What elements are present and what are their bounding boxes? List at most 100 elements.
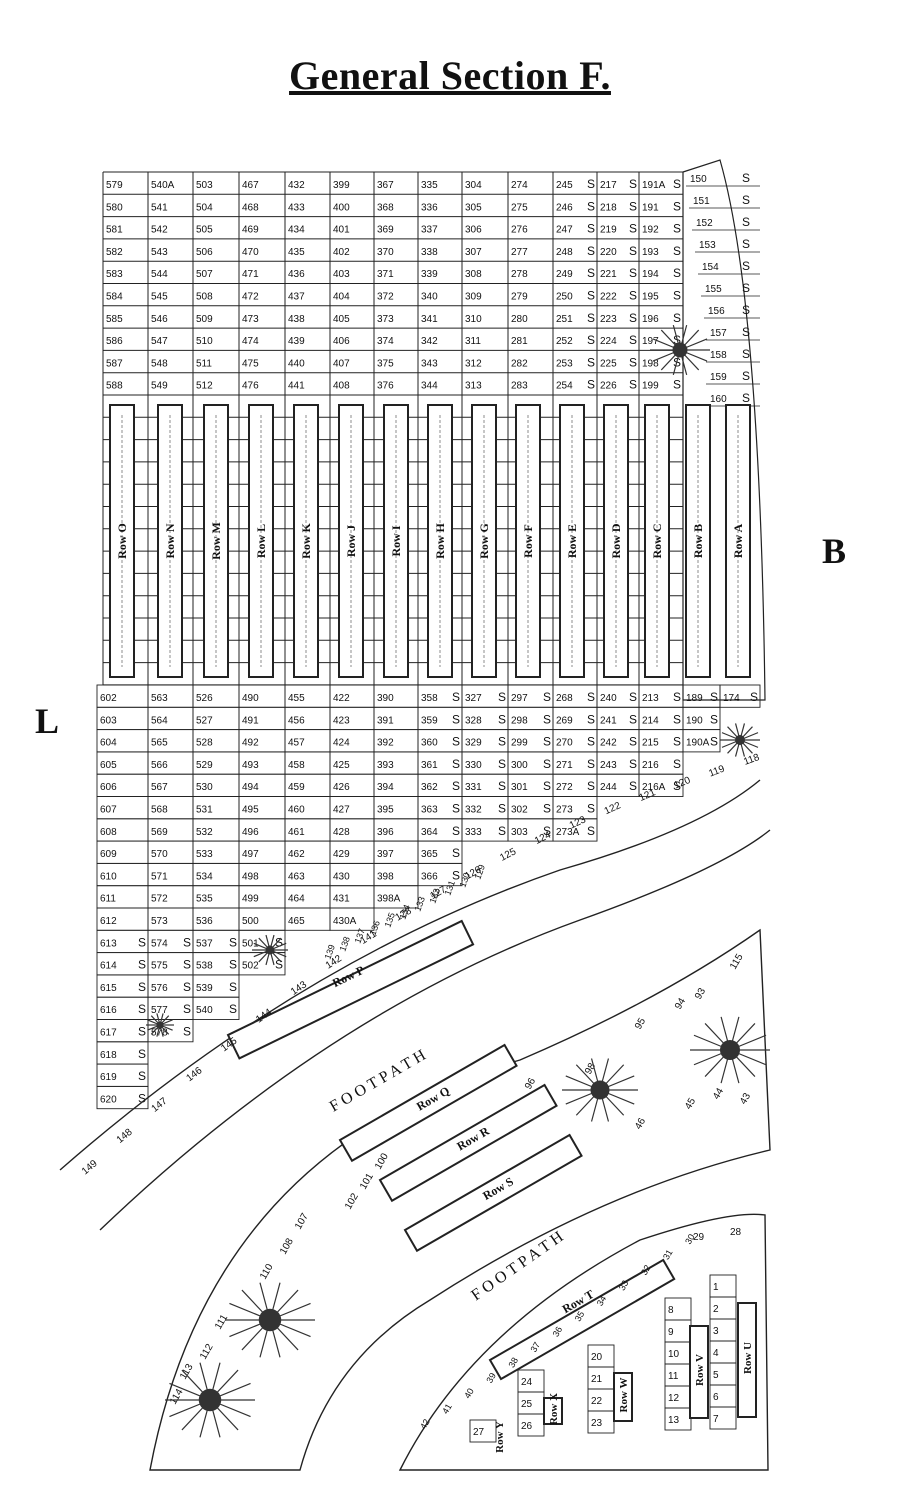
- row-label: Row M: [209, 522, 223, 560]
- plot-number: 472: [242, 292, 259, 303]
- plot-number: 609: [100, 849, 117, 860]
- plot-number: 509: [196, 314, 213, 325]
- plot-number: 428: [333, 827, 350, 838]
- plot-number: 502: [242, 961, 259, 972]
- sold-marker: S: [543, 735, 551, 749]
- plot-number: 247: [556, 225, 573, 236]
- plot-number: 336: [421, 202, 438, 213]
- sold-marker: S: [183, 980, 191, 994]
- plot-number: 269: [556, 715, 573, 726]
- plot-number: 135: [382, 911, 397, 929]
- plot-number: 567: [151, 782, 168, 793]
- plot-number: 393: [377, 760, 394, 771]
- sold-marker: S: [138, 1047, 146, 1061]
- row-label: Row C: [650, 524, 664, 559]
- plot-number: 46: [633, 1116, 648, 1132]
- plot-cell: [719, 684, 761, 708]
- row-bar: [488, 1258, 676, 1381]
- plot-number: 459: [288, 782, 305, 793]
- plot-number: 303: [511, 827, 528, 838]
- plot-number: 533: [196, 849, 213, 860]
- row-bar: [737, 1302, 757, 1418]
- sold-marker: S: [587, 735, 595, 749]
- plot-number: 467: [242, 180, 259, 191]
- plot-number: 277: [511, 247, 528, 258]
- plot-number: 505: [196, 225, 213, 236]
- plot-number: 504: [196, 202, 213, 213]
- plot-number: 396: [377, 827, 394, 838]
- plot-number: 587: [106, 358, 123, 369]
- plot-number: 575: [151, 961, 168, 972]
- plot-number: 108: [278, 1236, 296, 1256]
- plot-number: 430: [333, 871, 350, 882]
- plot-number: 220: [600, 247, 617, 258]
- sold-marker: S: [229, 1002, 237, 1016]
- plot-number: 604: [100, 738, 117, 749]
- plot-number: 44: [711, 1086, 726, 1102]
- sold-marker: S: [452, 735, 460, 749]
- plot-number: 588: [106, 381, 123, 392]
- plot-number: 404: [333, 292, 350, 303]
- sold-marker: S: [710, 735, 718, 749]
- sold-marker: S: [183, 1025, 191, 1039]
- plot-number: 112: [198, 1342, 216, 1362]
- plot-cell: [709, 1406, 737, 1430]
- plot-number: 510: [196, 336, 213, 347]
- plot-number: 28: [730, 1227, 742, 1238]
- plot-number: 435: [288, 247, 305, 258]
- plot-number: 110: [258, 1262, 276, 1282]
- plot-number: 341: [421, 314, 438, 325]
- plot-number: 217: [600, 180, 617, 191]
- plot-number: 617: [100, 1028, 117, 1039]
- plot-number: 429: [333, 849, 350, 860]
- sold-marker: S: [587, 802, 595, 816]
- plot-number: 283: [511, 381, 528, 392]
- sold-marker: S: [229, 935, 237, 949]
- plot-number: 570: [151, 849, 168, 860]
- plot-number: 375: [377, 358, 394, 369]
- plot-number: 93: [693, 986, 708, 1002]
- sold-marker: S: [138, 1069, 146, 1083]
- plot-number: 313: [465, 381, 482, 392]
- plot-number: 2: [713, 1304, 719, 1315]
- plot-number: 102: [343, 1191, 361, 1211]
- tree-marks: [146, 324, 770, 1438]
- plot-number: 490: [242, 693, 259, 704]
- plot-number: 436: [288, 269, 305, 280]
- plot-number: 190: [686, 715, 703, 726]
- plot-number: 611: [100, 894, 116, 905]
- plot-number: 1: [713, 1282, 719, 1293]
- sold-marker: S: [673, 311, 681, 325]
- plot-number: 605: [100, 760, 117, 771]
- plot-number: 580: [106, 202, 123, 213]
- plot-number: 279: [511, 292, 528, 303]
- sold-marker: S: [275, 935, 283, 949]
- plot-number: 586: [106, 336, 123, 347]
- row-bar: [403, 1133, 583, 1253]
- plot-number: 132: [427, 887, 442, 905]
- plot-number: 245: [556, 180, 573, 191]
- plot-number: 39: [484, 1371, 498, 1385]
- plot-number: 11: [668, 1371, 679, 1382]
- plot-number: 143: [289, 979, 309, 998]
- plot-number: 333: [465, 827, 482, 838]
- plot-number: 270: [556, 738, 573, 749]
- plot-number: 252: [556, 336, 573, 347]
- sold-marker: S: [138, 1002, 146, 1016]
- plot-number: 272: [556, 782, 573, 793]
- plot-number: 371: [377, 269, 394, 280]
- plot-number: 3: [713, 1326, 719, 1337]
- plot-number: 130: [457, 871, 472, 889]
- sold-marker: S: [673, 712, 681, 726]
- sold-marker: S: [452, 757, 460, 771]
- sold-marker: S: [629, 266, 637, 280]
- plot-number: 398: [377, 871, 394, 882]
- plot-number: 154: [702, 262, 719, 273]
- plot-number: 9: [668, 1327, 674, 1338]
- plot-number: 23: [591, 1418, 603, 1429]
- plot-number: 535: [196, 894, 213, 905]
- plot-number: 405: [333, 314, 350, 325]
- plot-number: 244: [600, 782, 617, 793]
- plot-number: 406: [333, 336, 350, 347]
- plot-number: 547: [151, 336, 168, 347]
